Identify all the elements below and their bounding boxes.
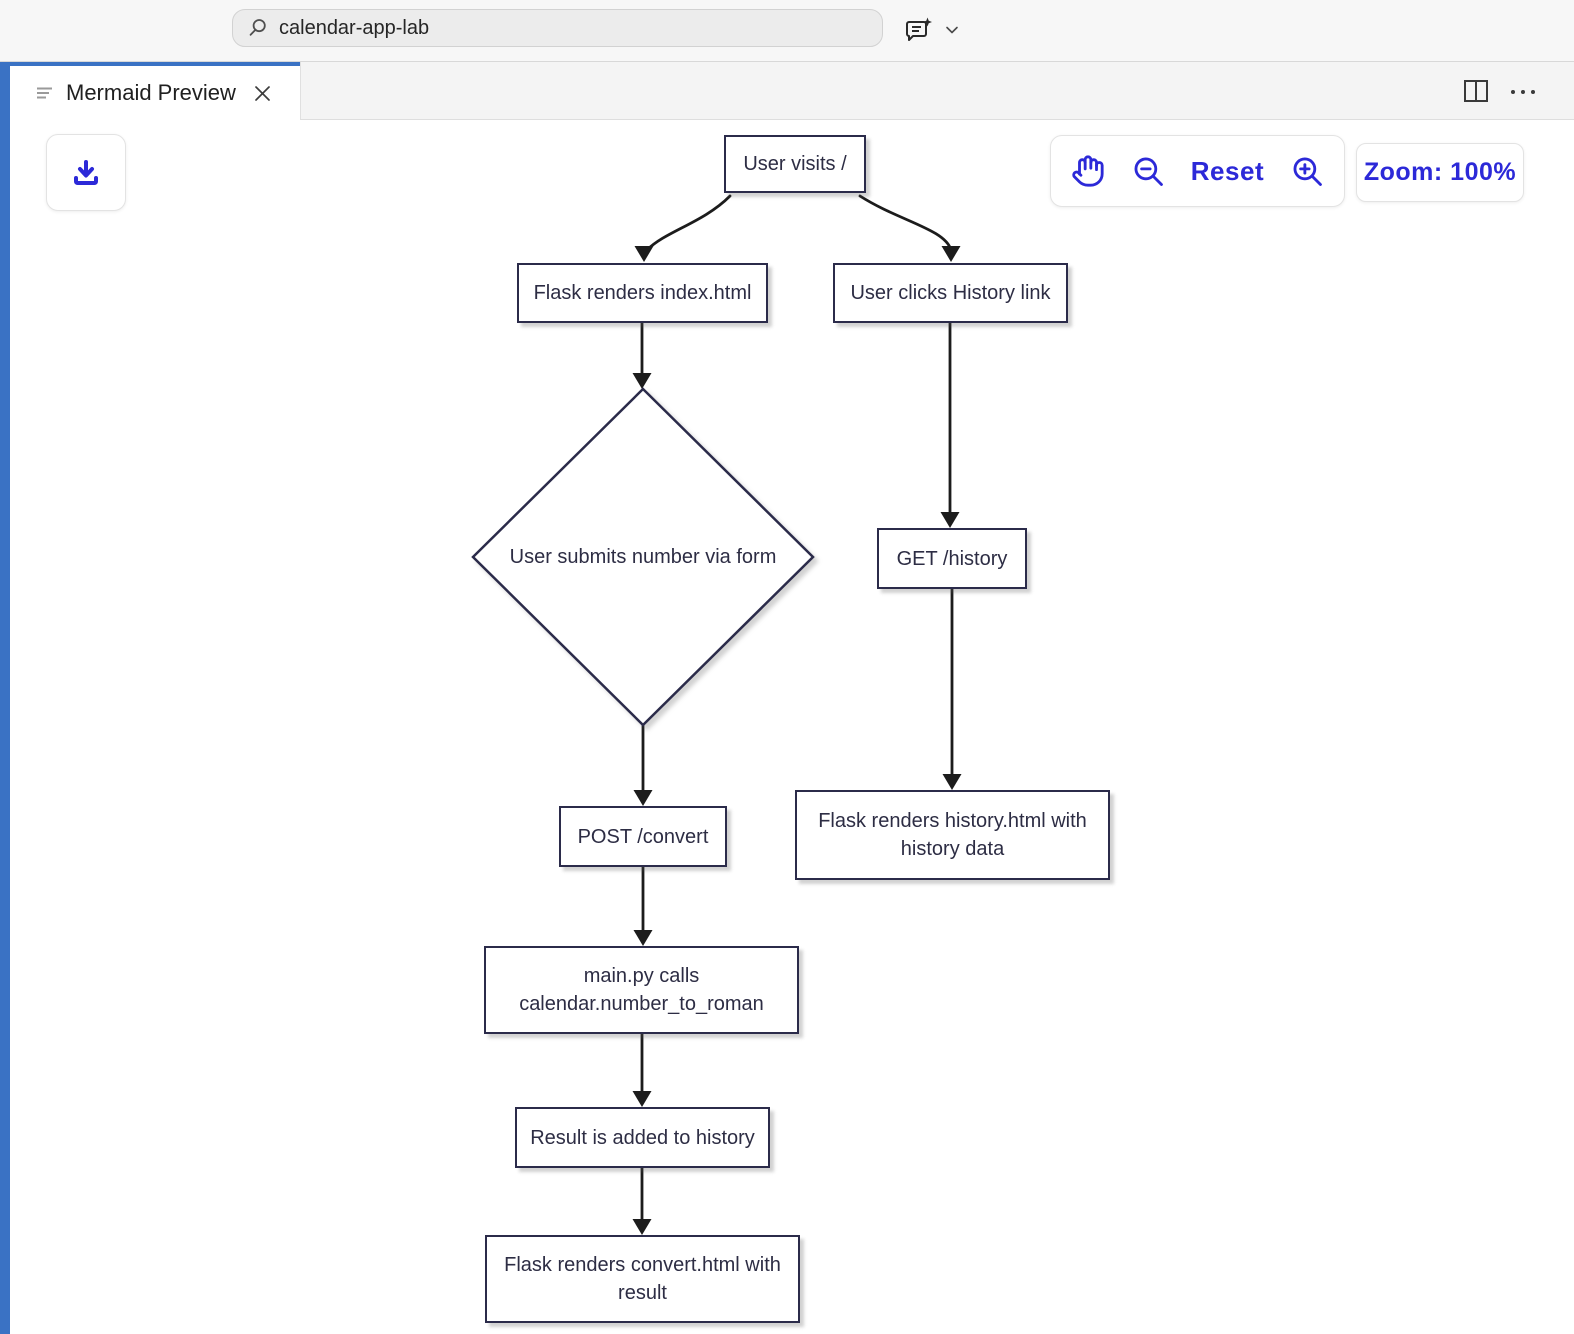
tab-bar bbox=[300, 62, 1574, 120]
zoom-level-display: Zoom: 100% bbox=[1356, 143, 1524, 202]
chevron-down-icon[interactable] bbox=[944, 22, 960, 38]
search-icon bbox=[249, 19, 266, 36]
edge-user-visits-to-user-clicks-history bbox=[858, 194, 953, 252]
hand-icon bbox=[1072, 155, 1104, 187]
node-post-convert: POST /convert bbox=[559, 806, 727, 867]
node-flask-renders-history: Flask renders history.html with history … bbox=[795, 790, 1110, 880]
node-main-py-calls: main.py calls calendar.number_to_roman bbox=[484, 946, 799, 1034]
reset-label: Reset bbox=[1190, 155, 1265, 186]
download-icon bbox=[74, 159, 98, 185]
node-get-history: GET /history bbox=[877, 528, 1027, 589]
zoom-out-button[interactable] bbox=[1131, 154, 1165, 188]
search-value: calendar-app-lab bbox=[279, 16, 430, 39]
node-flask-renders-convert: Flask renders convert.html with result bbox=[485, 1235, 800, 1323]
tab-title: Mermaid Preview bbox=[66, 80, 236, 105]
zoom-in-button[interactable] bbox=[1290, 154, 1324, 188]
pan-button[interactable] bbox=[1071, 154, 1105, 188]
zoom-in-icon bbox=[1293, 157, 1322, 186]
node-result-added: Result is added to history bbox=[515, 1107, 770, 1168]
split-editor-icon[interactable] bbox=[1462, 78, 1490, 104]
arrowheads bbox=[632, 246, 962, 1235]
node-user-visits: User visits / bbox=[724, 135, 866, 193]
active-tab-top-border bbox=[0, 62, 300, 66]
reset-button[interactable]: Reset bbox=[1191, 156, 1264, 187]
close-tab-icon[interactable] bbox=[252, 83, 273, 104]
tab-mermaid-preview[interactable]: Mermaid Preview bbox=[10, 66, 300, 120]
node-flask-renders-index: Flask renders index.html bbox=[517, 263, 768, 323]
mermaid-preview-canvas[interactable] bbox=[10, 120, 1574, 1334]
node-user-clicks-history: User clicks History link bbox=[833, 263, 1068, 323]
more-actions-icon[interactable] bbox=[1506, 78, 1542, 104]
command-center-search[interactable]: calendar-app-lab bbox=[232, 9, 883, 47]
zoom-level-label: Zoom: 100% bbox=[1363, 158, 1517, 186]
edge-user-visits-to-flask-index bbox=[645, 194, 732, 252]
titlebar: calendar-app-lab bbox=[0, 0, 1574, 62]
download-button[interactable] bbox=[46, 134, 126, 211]
pan-zoom-toolbar: Reset bbox=[1050, 135, 1345, 207]
copilot-chat-icon[interactable] bbox=[903, 14, 935, 46]
node-submit-decision-label: User submits number via form bbox=[509, 545, 777, 568]
list-icon bbox=[37, 87, 52, 99]
window-focus-border bbox=[0, 62, 10, 1334]
zoom-out-icon bbox=[1134, 157, 1163, 186]
